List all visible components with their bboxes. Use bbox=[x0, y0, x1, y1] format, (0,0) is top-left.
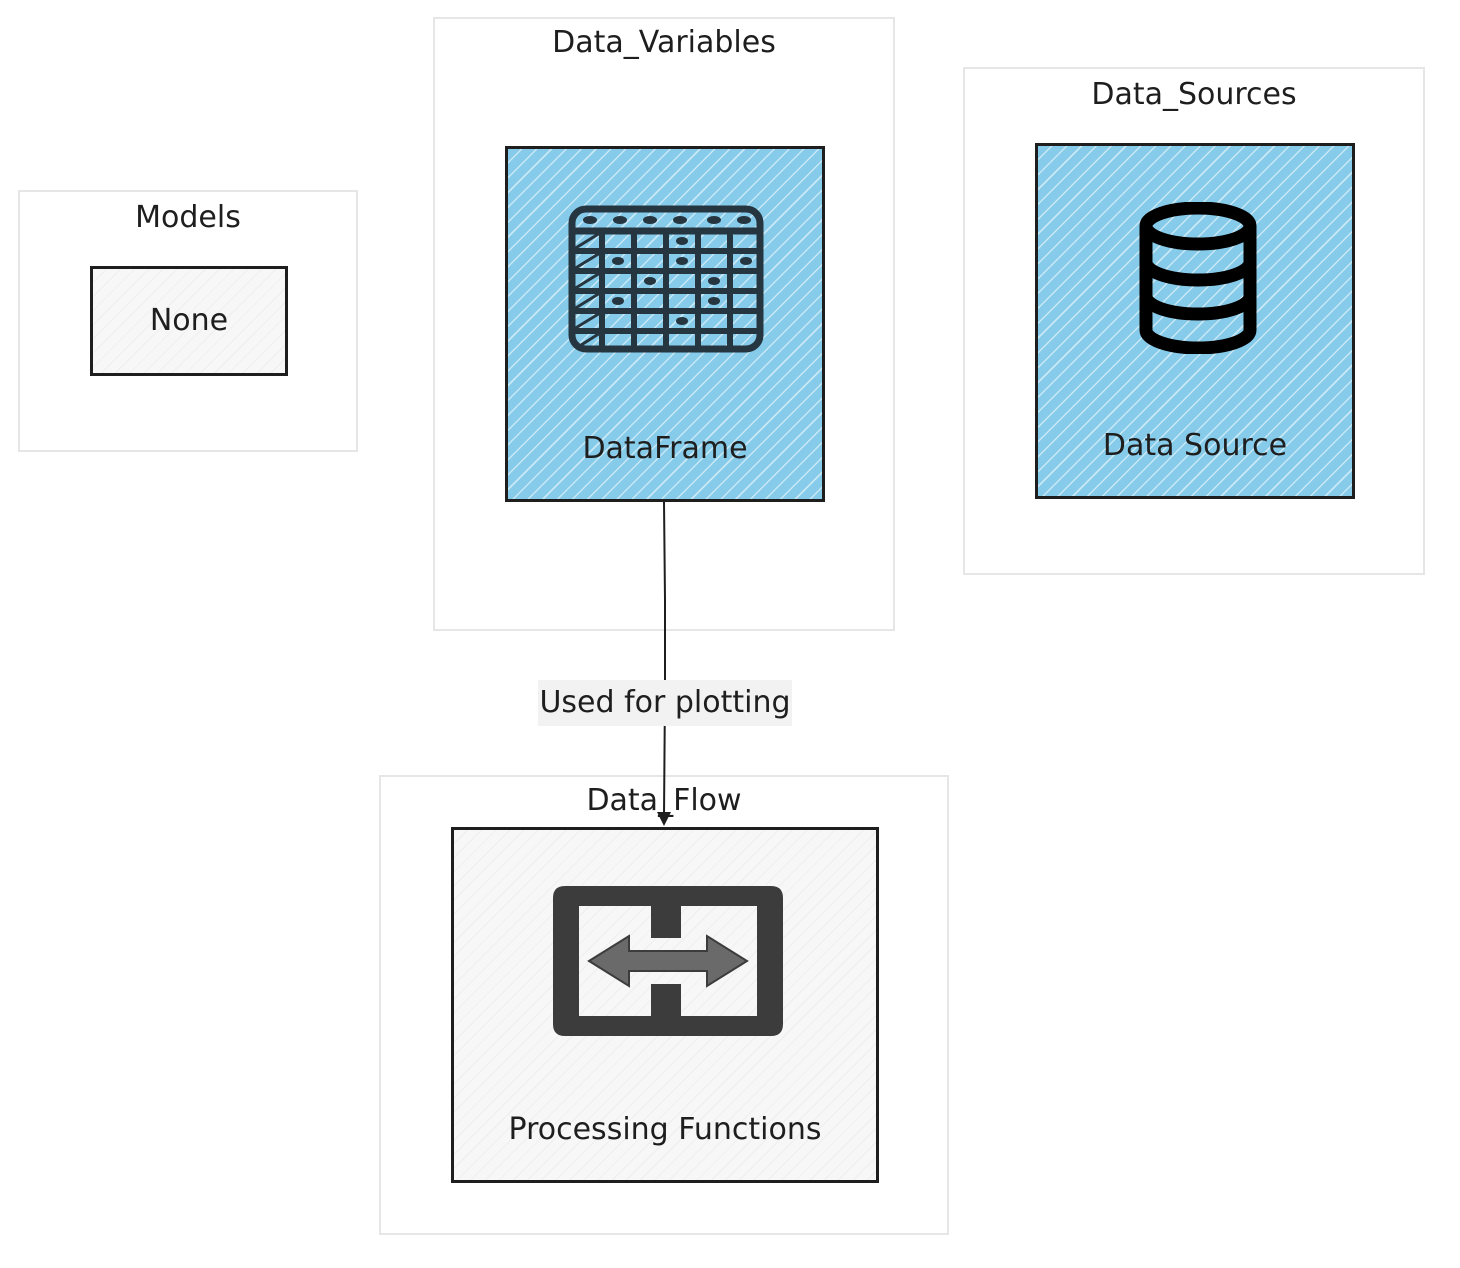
cluster-title-data-sources: Data_Sources bbox=[1091, 77, 1297, 112]
database-icon bbox=[1139, 202, 1257, 354]
node-none[interactable]: None bbox=[90, 266, 288, 376]
edge-label: Used for plotting bbox=[538, 680, 792, 726]
cluster-title-models: Models bbox=[135, 200, 241, 235]
table-icon bbox=[568, 205, 764, 353]
node-processing-functions[interactable]: Processing Functions bbox=[451, 827, 879, 1183]
node-label-dataframe: DataFrame bbox=[582, 431, 748, 466]
data-transfer-icon bbox=[553, 886, 783, 1036]
node-dataframe[interactable]: DataFrame bbox=[505, 146, 825, 502]
node-data-source[interactable]: Data Source bbox=[1035, 143, 1355, 499]
cluster-models: Models bbox=[18, 190, 358, 452]
node-label-none: None bbox=[149, 303, 229, 338]
cluster-title-data-variables: Data_Variables bbox=[552, 25, 776, 60]
cluster-data-sources: Data_Sources bbox=[963, 67, 1425, 575]
node-label-data-source: Data Source bbox=[1102, 428, 1288, 463]
node-label-processing-functions: Processing Functions bbox=[508, 1112, 822, 1147]
cluster-title-data-flow: Data_Flow bbox=[586, 783, 742, 818]
